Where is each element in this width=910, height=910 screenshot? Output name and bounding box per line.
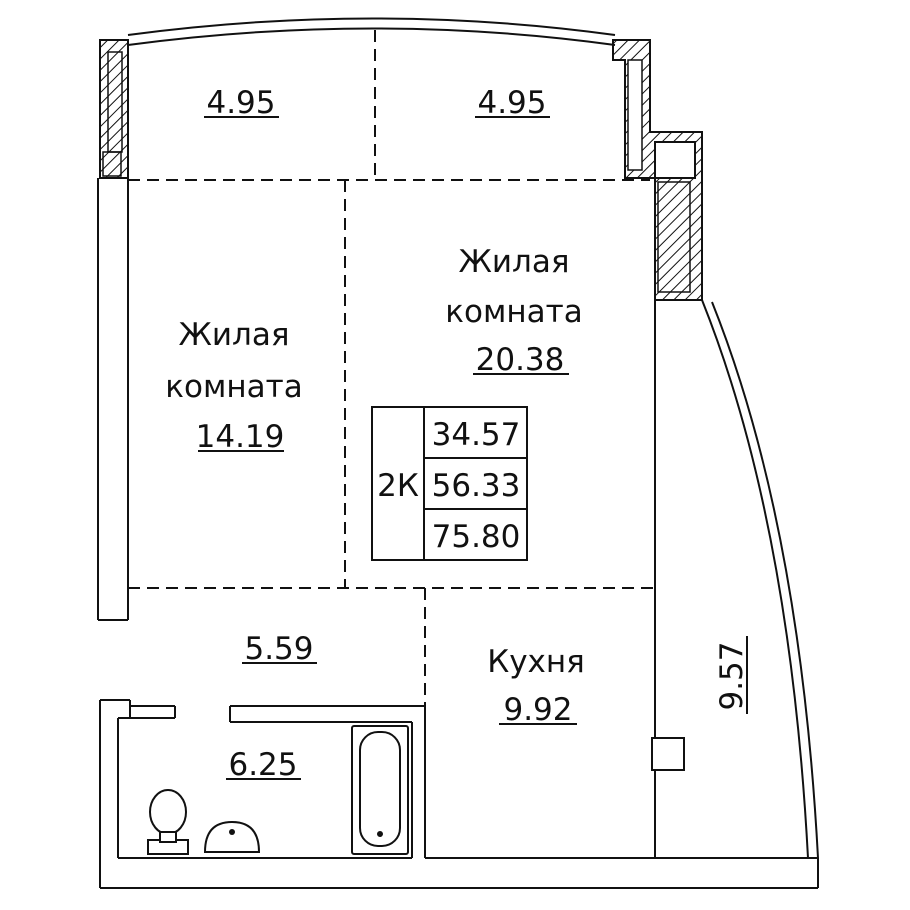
- area-summary-table: 2К 34.57 56.33 75.80: [371, 406, 528, 561]
- bathtub: [351, 725, 409, 855]
- room-dividers: [128, 30, 656, 706]
- balcony-right-label: 4.95: [475, 85, 550, 121]
- living-right-area: 20.38: [476, 342, 565, 378]
- area-with-balconies: 75.80: [432, 519, 521, 555]
- living-area-total: 34.57: [432, 417, 521, 453]
- bottom-exterior-wall: [100, 857, 819, 889]
- loggia-area: 9.57: [714, 641, 750, 710]
- bathroom-walls: [99, 699, 426, 888]
- living-right-name-2: комната: [445, 294, 582, 330]
- toilet: [147, 789, 189, 855]
- loggia-curved-wall: [654, 299, 819, 859]
- living-room-left-label: Жилая комната 14.19: [165, 317, 302, 455]
- living-room-right-label: Жилая комната 20.38: [445, 244, 582, 378]
- bathroom-area: 6.25: [228, 747, 297, 783]
- kitchen-label: Кухня 9.92: [487, 644, 585, 728]
- living-left-area: 14.19: [196, 419, 285, 455]
- living-left-name-2: комната: [165, 369, 302, 405]
- loggia-label: 9.57: [714, 636, 750, 714]
- balcony-left-label: 4.95: [204, 85, 279, 121]
- living-left-name-1: Жилая: [179, 317, 290, 353]
- balcony-left-area: 4.95: [206, 85, 275, 121]
- left-exterior-wall: [97, 178, 129, 621]
- top-left-column: [99, 39, 129, 179]
- sink: [203, 820, 261, 853]
- hall-area: 5.59: [244, 631, 313, 667]
- bathroom-label: 6.25: [226, 747, 301, 783]
- ventilation-shaft: [651, 737, 685, 771]
- balcony-top-edge: [127, 17, 616, 46]
- hall-label: 5.59: [242, 631, 317, 667]
- apartment-type: 2К: [377, 468, 419, 504]
- kitchen-area: 9.92: [503, 692, 572, 728]
- living-right-name-1: Жилая: [459, 244, 570, 280]
- total-area: 56.33: [432, 468, 521, 504]
- kitchen-name: Кухня: [487, 644, 585, 680]
- top-right-column: [612, 39, 703, 301]
- balcony-right-area: 4.95: [477, 85, 546, 121]
